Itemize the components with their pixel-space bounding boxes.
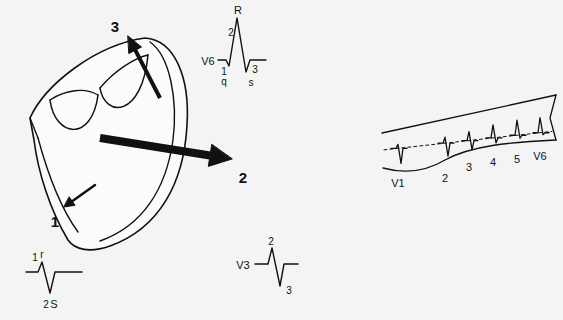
- callout-label: q: [221, 76, 227, 87]
- callout-label: 4: [490, 156, 496, 168]
- v3-complex: [255, 248, 298, 286]
- strip-baseline: [384, 131, 552, 149]
- left-cavity: [50, 95, 98, 129]
- arrowhead: [64, 197, 75, 207]
- callout-label: 3: [111, 18, 119, 35]
- strip-complex: [510, 120, 526, 138]
- callout-label: R: [234, 4, 242, 16]
- label-holder: 2: [239, 169, 247, 187]
- label-holder: 2: [43, 294, 49, 312]
- callout-label: V6: [201, 55, 214, 67]
- callout-label: 2: [239, 169, 247, 186]
- callout-label: 1: [221, 66, 227, 77]
- callout-label: V6: [533, 150, 546, 162]
- label-holder: r: [40, 244, 43, 262]
- arrowhead: [128, 36, 142, 53]
- label-holder: 3: [111, 18, 119, 36]
- callout-label: S: [50, 298, 57, 310]
- label-holder: S: [50, 294, 57, 312]
- callout-label: s: [249, 77, 254, 88]
- label-holder: 5: [514, 149, 520, 167]
- strip-end: [550, 95, 556, 140]
- label-holder: s: [249, 72, 254, 90]
- label-holder: 1: [51, 213, 59, 231]
- vector-arrow-3: [135, 50, 160, 98]
- strip-complex: [486, 125, 502, 143]
- callout-label: 2: [442, 172, 448, 184]
- slab-edge: [38, 138, 78, 232]
- v6-complex: [218, 18, 266, 72]
- v1-complex: [26, 262, 82, 293]
- left-cavity-rim: [50, 90, 98, 100]
- callout-label: 3: [466, 161, 472, 173]
- callout-label: V1: [391, 177, 404, 189]
- callout-label: r: [40, 249, 43, 260]
- vector-arrow-1: [72, 185, 95, 201]
- callout-label: 2: [43, 299, 49, 310]
- callout-label: 1: [51, 213, 59, 230]
- label-holder: 2: [442, 168, 448, 186]
- strip-complex: [438, 137, 454, 156]
- slab-edge: [30, 118, 38, 138]
- strip-complex: [533, 118, 549, 135]
- vector-arrow-2: [100, 138, 210, 156]
- callout-label: 2: [228, 27, 234, 38]
- callout-label: V3: [236, 259, 249, 271]
- callout-label: 1: [32, 252, 38, 263]
- label-holder: 3: [286, 280, 292, 298]
- callout-label: 2: [268, 236, 274, 247]
- label-holder: q: [221, 71, 227, 89]
- label-holder: 3: [252, 59, 258, 77]
- label-holder: R: [234, 0, 242, 18]
- label-holder: 2: [268, 231, 274, 249]
- label-holder: V6: [533, 146, 546, 164]
- label-holder: 2: [228, 22, 234, 40]
- label-holder: V6: [201, 51, 214, 69]
- label-holder: V1: [391, 173, 404, 191]
- callout-label: 5: [514, 153, 520, 165]
- heart-slab-outline: [30, 38, 187, 250]
- label-holder: V3: [236, 255, 249, 273]
- strip-complex: [462, 132, 478, 150]
- strip-complex: [391, 144, 407, 163]
- label-holder: 1: [32, 247, 38, 265]
- label-holder: 3: [466, 157, 472, 175]
- callout-label: 3: [252, 64, 258, 75]
- arrowhead: [208, 145, 232, 167]
- strip-top: [382, 95, 556, 133]
- label-holder: 4: [490, 152, 496, 170]
- callout-label: 3: [286, 285, 292, 296]
